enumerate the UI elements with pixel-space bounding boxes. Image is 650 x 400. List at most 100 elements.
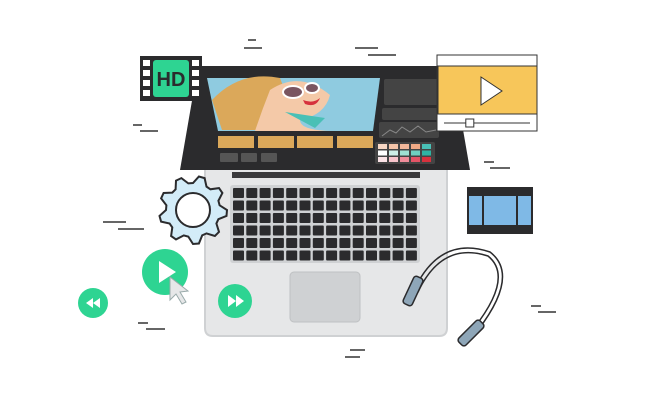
key[interactable] [339, 188, 351, 198]
key[interactable] [339, 225, 351, 236]
key[interactable] [286, 250, 298, 261]
key[interactable] [299, 238, 311, 248]
key[interactable] [392, 188, 404, 198]
key[interactable] [352, 200, 364, 211]
key[interactable] [286, 213, 298, 223]
key[interactable] [352, 213, 364, 223]
key[interactable] [352, 250, 364, 261]
key[interactable] [233, 188, 244, 198]
color-swatch[interactable] [389, 157, 398, 162]
key[interactable] [366, 225, 377, 236]
key[interactable] [405, 213, 417, 223]
key[interactable] [246, 200, 258, 211]
key[interactable] [272, 225, 284, 236]
key[interactable] [312, 200, 324, 211]
key[interactable] [366, 200, 377, 211]
key[interactable] [272, 238, 284, 248]
key[interactable] [326, 238, 338, 248]
key[interactable] [366, 213, 377, 223]
color-swatch[interactable] [400, 150, 409, 156]
key[interactable] [326, 200, 338, 211]
key[interactable] [326, 250, 338, 261]
key[interactable] [246, 225, 258, 236]
key[interactable] [405, 200, 417, 211]
key[interactable] [272, 200, 284, 211]
key[interactable] [246, 250, 258, 261]
color-swatch[interactable] [378, 150, 387, 156]
key[interactable] [259, 225, 271, 236]
key[interactable] [392, 200, 404, 211]
key[interactable] [392, 213, 404, 223]
key[interactable] [233, 200, 244, 211]
key[interactable] [299, 188, 311, 198]
key[interactable] [326, 188, 338, 198]
key[interactable] [299, 213, 311, 223]
color-swatch[interactable] [400, 144, 409, 149]
key[interactable] [352, 238, 364, 248]
trackpad[interactable] [289, 271, 361, 323]
key[interactable] [379, 188, 391, 198]
key[interactable] [233, 225, 244, 236]
key[interactable] [379, 213, 391, 223]
key[interactable] [286, 225, 298, 236]
key[interactable] [339, 213, 351, 223]
key[interactable] [312, 225, 324, 236]
fast-forward-button[interactable] [218, 284, 252, 318]
key[interactable] [286, 200, 298, 211]
key[interactable] [272, 188, 284, 198]
key[interactable] [366, 188, 377, 198]
key[interactable] [339, 200, 351, 211]
key[interactable] [392, 250, 404, 261]
key[interactable] [379, 200, 391, 211]
key[interactable] [259, 200, 271, 211]
color-swatch[interactable] [389, 144, 398, 149]
key[interactable] [299, 250, 311, 261]
key[interactable] [312, 188, 324, 198]
key[interactable] [312, 238, 324, 248]
color-swatch[interactable] [389, 150, 398, 156]
color-swatch[interactable] [411, 150, 420, 156]
key[interactable] [286, 188, 298, 198]
key[interactable] [379, 250, 391, 261]
color-swatch[interactable] [422, 150, 431, 156]
key[interactable] [233, 238, 244, 248]
key[interactable] [352, 225, 364, 236]
key[interactable] [246, 188, 258, 198]
key[interactable] [312, 250, 324, 261]
color-swatch[interactable] [400, 157, 409, 162]
key[interactable] [326, 213, 338, 223]
key[interactable] [233, 213, 244, 223]
key[interactable] [299, 200, 311, 211]
key[interactable] [405, 225, 417, 236]
key[interactable] [272, 213, 284, 223]
color-swatch[interactable] [411, 157, 420, 162]
key[interactable] [405, 188, 417, 198]
color-swatch[interactable] [411, 144, 420, 149]
key[interactable] [339, 238, 351, 248]
color-swatch[interactable] [378, 144, 387, 149]
key[interactable] [299, 225, 311, 236]
key[interactable] [339, 250, 351, 261]
key[interactable] [352, 188, 364, 198]
key[interactable] [392, 225, 404, 236]
seek-handle[interactable] [465, 118, 475, 128]
key[interactable] [312, 213, 324, 223]
key[interactable] [246, 238, 258, 248]
key[interactable] [366, 250, 377, 261]
key[interactable] [259, 213, 271, 223]
key[interactable] [392, 238, 404, 248]
key[interactable] [272, 250, 284, 261]
key[interactable] [405, 250, 417, 261]
key[interactable] [233, 250, 244, 261]
key[interactable] [326, 225, 338, 236]
video-player-icon[interactable] [436, 54, 538, 132]
key[interactable] [259, 238, 271, 248]
key[interactable] [379, 238, 391, 248]
color-swatch[interactable] [378, 157, 387, 162]
key[interactable] [246, 213, 258, 223]
color-swatch[interactable] [422, 144, 431, 149]
key[interactable] [286, 238, 298, 248]
key[interactable] [379, 225, 391, 236]
color-swatch[interactable] [422, 157, 431, 162]
key[interactable] [366, 238, 377, 248]
